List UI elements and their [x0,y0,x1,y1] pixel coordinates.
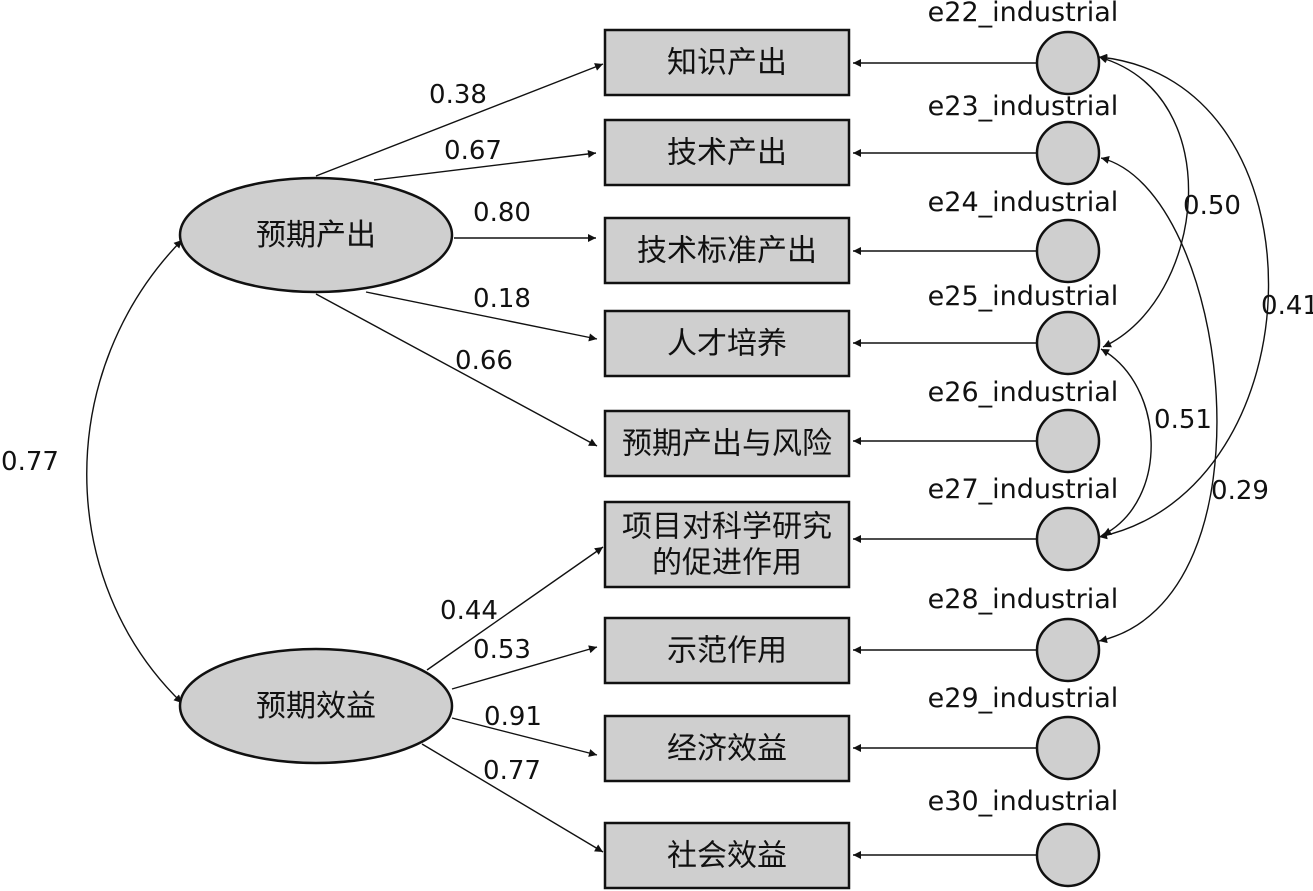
error-label-I24: e24_industrial [928,187,1119,218]
indicator-label-I29-line-0: 经济效益 [667,732,787,767]
error-label-I29: e29_industrial [928,683,1119,714]
indicator-box-I29 [603,714,851,783]
loading-arrow-I28 [451,645,598,690]
loading-label-I22: 0.38 [429,80,487,110]
indicator-label-I22-line-0: 知识产出 [667,46,787,81]
loading-label-I27: 0.44 [440,596,498,626]
loading-label-I29: 0.91 [484,702,542,732]
nodes-layer [178,28,1101,890]
indicator-box-I30 [603,821,851,890]
indicator-label-I30-line-0: 社会效益 [667,839,787,874]
error-circle-I24 [1035,218,1101,284]
indicator-label-I24-line-0: 技术标准产出 [637,234,817,269]
indicator-box-I26 [603,409,851,478]
loading-label-I28: 0.53 [473,635,531,665]
error-circle-I30 [1035,822,1101,888]
latent-covariance-arrow [86,239,183,704]
latent-covariance-label: 0.77 [1,447,59,477]
error-label-I30: e30_industrial [928,786,1119,817]
indicator-label-I23-line-0: 技术产出 [667,136,787,171]
latent-ellipse-L1 [178,176,454,294]
error-circle-I26 [1035,408,1101,474]
loading-arrow-I25 [365,291,598,342]
latent-label-L1: 预期产出 [256,218,376,253]
error-circle-I25 [1035,310,1101,376]
error-circle-I27 [1035,506,1101,572]
loading-label-I25: 0.18 [473,284,531,314]
error-circle-I23 [1035,120,1101,186]
indicator-box-I28 [603,616,851,685]
loading-label-I23: 0.67 [444,136,502,166]
loading-arrow-I30 [421,743,604,853]
loading-arrow-I27 [426,546,604,671]
error-covariance-arrow-3 [1098,156,1218,644]
indicator-box-I25 [603,309,851,378]
error-label-I25: e25_industrial [928,281,1119,312]
error-label-I27: e27_industrial [928,474,1119,505]
indicator-box-I23 [603,118,851,187]
error-label-I23: e23_industrial [928,91,1119,122]
loading-label-I24: 0.80 [473,198,531,228]
loading-arrow-I29 [451,717,598,757]
indicator-label-I26-line-0: 预期产出与风险 [622,427,832,462]
error-covariance-label-3: 0.29 [1211,476,1269,506]
indicator-box-I27 [603,500,851,589]
error-covariance-arrow-0 [1098,55,1190,348]
error-covariance-label-2: 0.51 [1154,405,1212,435]
error-label-I26: e26_industrial [928,377,1119,408]
latent-ellipse-L2 [178,647,454,765]
loading-arrow-I23 [373,149,597,181]
latent-label-L2: 预期效益 [256,689,376,724]
error-circle-I29 [1035,715,1101,781]
error-covariance-label-1: 0.41 [1261,291,1313,321]
loading-arrow-I26 [315,293,598,447]
error-label-I28: e28_industrial [928,584,1119,615]
error-label-I22: e22_industrial [928,0,1119,28]
indicator-label-I27-line-0: 项目对科学研究 [622,510,832,545]
error-covariance-label-0: 0.50 [1183,191,1241,221]
loading-label-I30: 0.77 [483,756,541,786]
indicator-label-I27-line-1: 的促进作用 [652,546,802,581]
error-covariance-arrow-2 [1100,348,1152,536]
indicator-box-I24 [603,216,851,285]
loading-arrow-I22 [315,63,604,177]
indicator-box-I22 [603,28,851,97]
error-circle-I22 [1035,30,1101,96]
indicator-label-I25-line-0: 人才培养 [667,327,787,362]
error-covariance-arrow-1 [1098,53,1270,540]
edges-layer [86,53,1270,859]
error-circle-I28 [1035,617,1101,683]
loading-label-I26: 0.66 [455,346,513,376]
indicator-label-I28-line-0: 示范作用 [667,634,787,669]
